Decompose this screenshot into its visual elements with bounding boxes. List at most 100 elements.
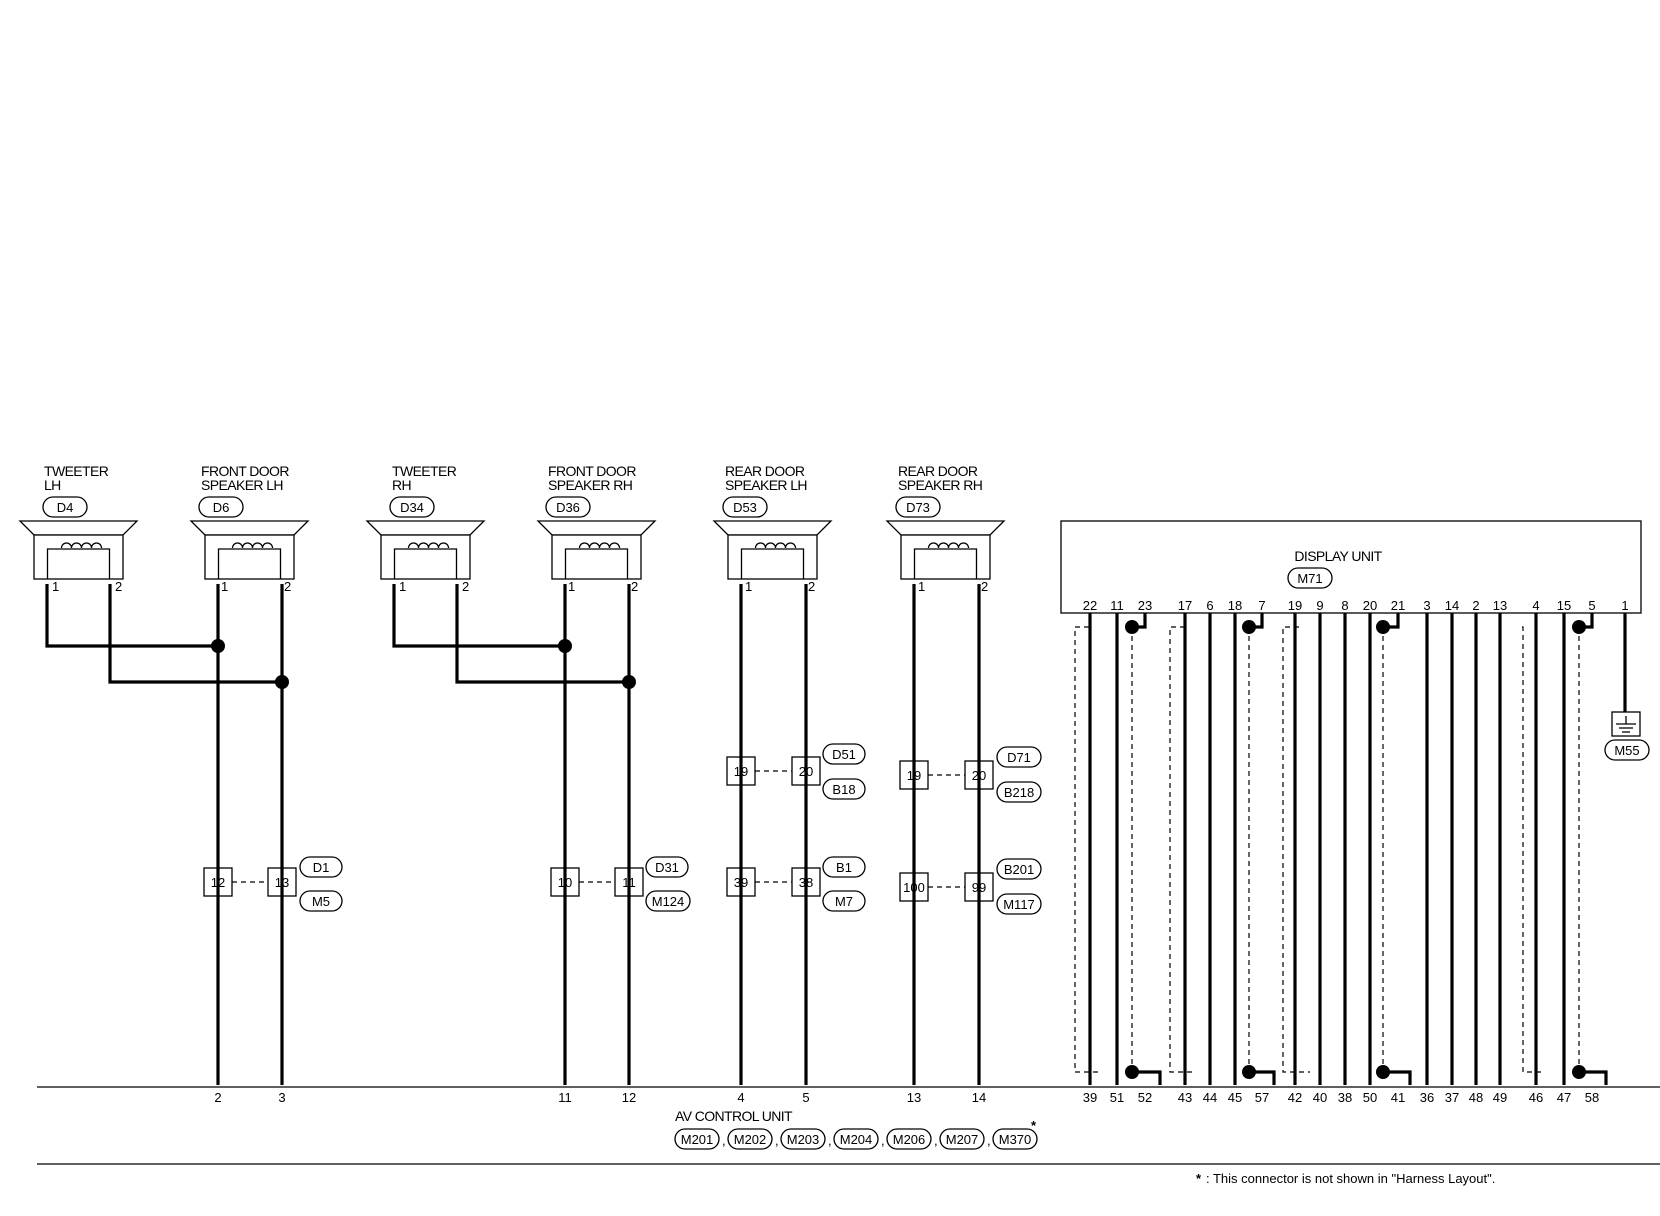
av-pin-label: 14 xyxy=(972,1090,986,1105)
connector-d53: D53 xyxy=(722,496,768,518)
speaker-symbol-d34 xyxy=(365,520,486,580)
speaker-pin-labels: 1 2 1 2 1 2 1 2 1 2 1 2 xyxy=(52,579,988,594)
av-pin-label: 57 xyxy=(1255,1090,1269,1105)
av-pin-label: 12 xyxy=(622,1090,636,1105)
av-pin-label: 51 xyxy=(1110,1090,1124,1105)
svg-text:2: 2 xyxy=(981,579,988,594)
svg-text:M5: M5 xyxy=(312,894,330,909)
svg-text:1: 1 xyxy=(918,579,925,594)
av-connector-label: M370 xyxy=(999,1132,1032,1147)
svg-text:SPEAKER RH: SPEAKER RH xyxy=(548,477,632,493)
svg-text:1: 1 xyxy=(568,579,575,594)
junction-19-20-rear-lh: 19 20 D51 B18 xyxy=(726,743,866,800)
av-pin-label: 47 xyxy=(1557,1090,1571,1105)
svg-text:M71: M71 xyxy=(1297,571,1322,586)
av-connector-separator: , xyxy=(881,1133,885,1148)
display-unit-pin-label: 2 xyxy=(1472,598,1479,613)
av-connector-oval xyxy=(833,1128,879,1150)
display-unit-pin-label: 21 xyxy=(1391,598,1405,613)
tweeter-rh-label: TWEETER RH xyxy=(392,463,457,493)
junction-19-20-rear-rh: 19 20 D71 B218 xyxy=(899,746,1042,803)
svg-text:REAR DOOR: REAR DOOR xyxy=(725,463,805,479)
av-pin-label: 45 xyxy=(1228,1090,1242,1105)
svg-text:D53: D53 xyxy=(733,500,757,515)
av-connector-oval xyxy=(727,1128,773,1150)
svg-text:D4: D4 xyxy=(57,500,74,515)
speaker-symbol-d6 xyxy=(189,520,310,580)
display-unit-pin-label: 20 xyxy=(1363,598,1377,613)
svg-text:12: 12 xyxy=(211,875,225,890)
connector-d4: D4 xyxy=(42,496,88,518)
speaker-symbol-d53 xyxy=(712,520,833,580)
av-connector-oval xyxy=(939,1128,985,1150)
av-connector-oval xyxy=(992,1128,1038,1150)
av-connector-oval xyxy=(780,1128,826,1150)
av-connector-label: M203 xyxy=(787,1132,820,1147)
shield-drain-bottom xyxy=(1579,1070,1608,1085)
av-connector-label: M204 xyxy=(840,1132,873,1147)
av-connector-label: M207 xyxy=(946,1132,979,1147)
svg-text:2: 2 xyxy=(115,579,122,594)
av-connector-label: M202 xyxy=(734,1132,767,1147)
av-connector-label: M206 xyxy=(893,1132,926,1147)
av-connector-oval xyxy=(886,1128,932,1150)
av-pin-label: 44 xyxy=(1203,1090,1217,1105)
junction-39-38: 39 38 B1 M7 xyxy=(726,856,866,912)
svg-text:M55: M55 xyxy=(1614,743,1639,758)
svg-text:D51: D51 xyxy=(832,747,856,762)
display-unit-pin-label: 14 xyxy=(1445,598,1459,613)
display-unit-pin-label: 18 xyxy=(1228,598,1242,613)
av-pin-label: 2 xyxy=(214,1090,221,1105)
svg-text:FRONT DOOR: FRONT DOOR xyxy=(201,463,289,479)
av-connector-star: * xyxy=(1031,1118,1037,1133)
display-unit-pin-label: 11 xyxy=(1110,598,1124,613)
display-unit-pin-label: 13 xyxy=(1493,598,1507,613)
svg-text:AV CONTROL UNIT: AV CONTROL UNIT xyxy=(675,1108,793,1124)
display-unit-pin-label: 3 xyxy=(1423,598,1430,613)
display-unit-wiring xyxy=(1074,613,1627,1085)
av-pin-label: 37 xyxy=(1445,1090,1459,1105)
junction-10-11: 10 11 D31 M124 xyxy=(550,856,691,912)
svg-text:SPEAKER LH: SPEAKER LH xyxy=(725,477,807,493)
svg-text:2: 2 xyxy=(631,579,638,594)
svg-text:TWEETER: TWEETER xyxy=(392,463,457,479)
speaker-wiring xyxy=(45,584,981,1085)
av-connector-separator: , xyxy=(775,1133,779,1148)
svg-text:SPEAKER LH: SPEAKER LH xyxy=(201,477,283,493)
av-connector-oval xyxy=(674,1128,720,1150)
svg-text:REAR DOOR: REAR DOOR xyxy=(898,463,978,479)
connector-d34: D34 xyxy=(389,496,435,518)
display-unit-pin-label: 1 xyxy=(1621,598,1628,613)
junction-12-13: 12 13 D1 M5 xyxy=(203,856,343,912)
svg-text:D73: D73 xyxy=(906,500,930,515)
display-unit-pin-label: 17 xyxy=(1178,598,1192,613)
svg-text:D31: D31 xyxy=(655,860,679,875)
speaker-symbols xyxy=(18,520,1006,580)
svg-text:B18: B18 xyxy=(832,782,855,797)
av-pin-label: 43 xyxy=(1178,1090,1192,1105)
tweeter-lh-label: TWEETER LH xyxy=(44,463,109,493)
av-pin-label: 42 xyxy=(1288,1090,1302,1105)
display-unit-pin-label: 9 xyxy=(1316,598,1323,613)
av-pin-label: 46 xyxy=(1529,1090,1543,1105)
svg-text:SPEAKER RH: SPEAKER RH xyxy=(898,477,982,493)
svg-text:B1: B1 xyxy=(836,860,852,875)
svg-text:D36: D36 xyxy=(556,500,580,515)
av-pin-label: 41 xyxy=(1391,1090,1405,1105)
front-door-speaker-rh-label: FRONT DOOR SPEAKER RH xyxy=(548,463,637,493)
shield-drain-bottom xyxy=(1132,1070,1162,1085)
av-control-unit: AV CONTROL UNIT xyxy=(37,1086,1660,1165)
svg-text:20: 20 xyxy=(972,768,986,783)
av-pin-label: 5 xyxy=(802,1090,809,1105)
svg-text:20: 20 xyxy=(799,764,813,779)
svg-text:39: 39 xyxy=(734,875,748,890)
svg-text:B201: B201 xyxy=(1004,862,1034,877)
display-unit-pin-label: 15 xyxy=(1557,598,1571,613)
ground-m55: M55 xyxy=(1604,711,1650,761)
svg-text:D34: D34 xyxy=(400,500,424,515)
junction-100-99: 100 99 B201 M117 xyxy=(899,858,1042,915)
display-unit-pin-label: 19 xyxy=(1288,598,1302,613)
svg-text:B218: B218 xyxy=(1004,785,1034,800)
